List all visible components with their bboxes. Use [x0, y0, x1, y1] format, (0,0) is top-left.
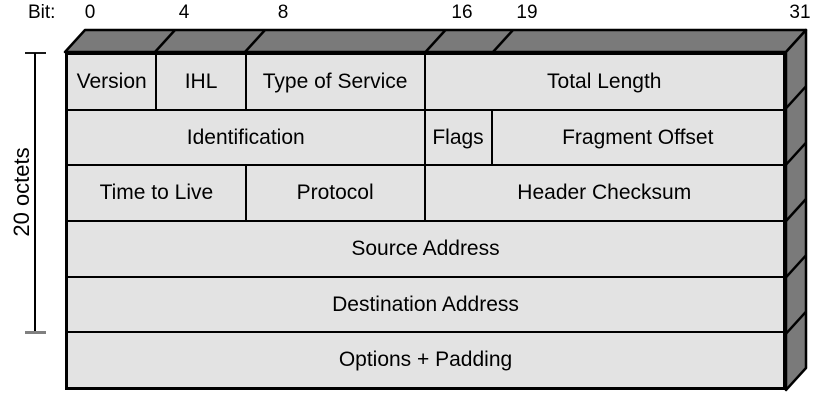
octets-bracket-cap-bottom [25, 331, 46, 334]
octets-bracket-line [34, 53, 36, 333]
field-version: Version [68, 55, 158, 109]
top-face-divider-bit16 [424, 29, 447, 53]
field-flags: Flags [426, 110, 493, 165]
header-row-2: Identification Flags Fragment Offset [68, 108, 783, 165]
header-row-6: Options + Padding [68, 331, 783, 387]
field-protocol: Protocol [247, 166, 426, 221]
right-face-divider-row3 [785, 198, 807, 222]
bit-tick-31: 31 [789, 2, 811, 23]
field-header-checksum: Header Checksum [517, 181, 692, 205]
field-source-address: Source Address [351, 236, 500, 260]
octets-label: 20 octets [9, 147, 34, 237]
top-face-divider-bit19 [492, 29, 514, 53]
top-face-divider-bit4 [154, 29, 176, 53]
bit-tick-4: 4 [178, 2, 190, 23]
bit-axis-label: Bit: [28, 2, 56, 23]
bit-tick-16: 16 [451, 2, 473, 23]
field-time-to-live: Time to Live [68, 166, 247, 221]
bit-tick-8: 8 [277, 2, 289, 23]
ipv4-header-table: Version IHL Type of Service Total Length… [65, 52, 786, 390]
right-face-divider-row4 [785, 254, 807, 279]
field-identification: Identification [68, 110, 426, 165]
field-type-of-service: Type of Service [247, 55, 426, 109]
header-row-1: Version IHL Type of Service Total Length [68, 55, 783, 109]
field-options-padding: Options + Padding [338, 348, 513, 372]
header-row-5: Destination Address [68, 275, 783, 332]
header-row-3: Time to Live Protocol Header Checksum [68, 164, 783, 221]
bit-tick-19: 19 [516, 2, 538, 23]
right-face-divider-row5 [785, 310, 807, 335]
bit-tick-0: 0 [84, 2, 96, 23]
top-face-divider-bit8 [244, 29, 266, 53]
right-face-divider-row2 [785, 141, 807, 166]
field-destination-address: Destination Address [332, 292, 519, 316]
right-face-divider-row1 [785, 85, 807, 110]
field-total-length: Total Length [547, 69, 662, 93]
header-row-4: Source Address [68, 220, 783, 276]
field-fragment-offset: Fragment Offset [562, 125, 714, 149]
field-ihl: IHL [157, 55, 247, 109]
